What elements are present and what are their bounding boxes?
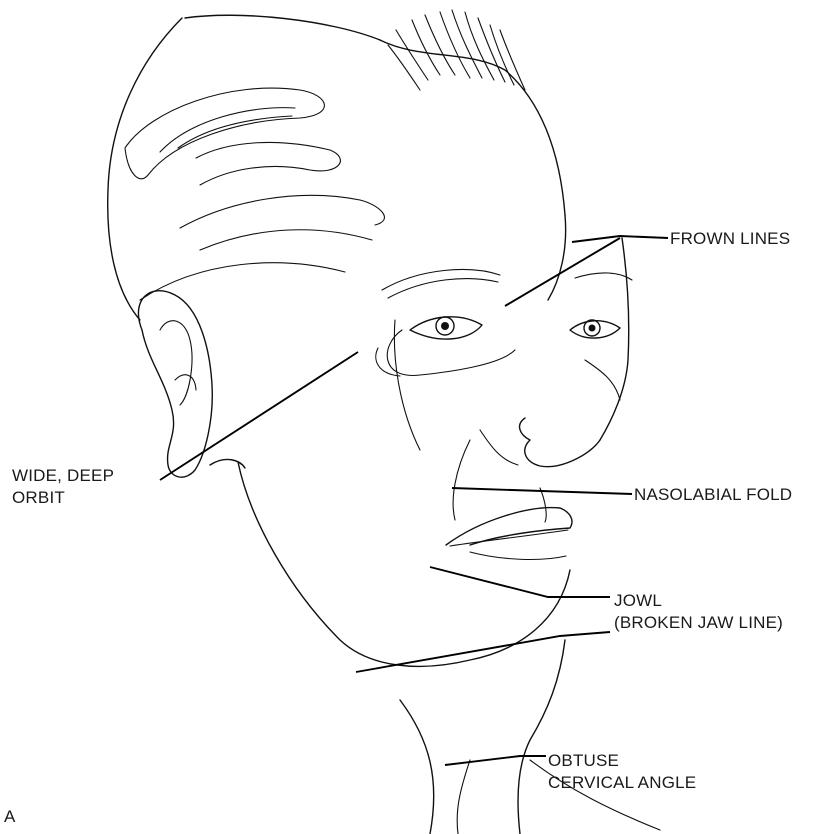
label-line: ORBIT [12, 487, 114, 509]
jaw-line [238, 462, 570, 666]
hair-line-back [380, 40, 565, 215]
label-line: WIDE, DEEP [12, 465, 114, 487]
mouth [446, 508, 572, 545]
neck-back [400, 700, 434, 834]
neck-front [518, 640, 565, 834]
ear [138, 291, 212, 477]
nose [520, 418, 600, 467]
label-line: JOWL [614, 590, 783, 612]
label-nasolabial-fold: NASOLABIAL FOLD [634, 484, 792, 506]
panel-letter-text: A [4, 806, 16, 828]
forehead-profile [548, 215, 566, 300]
label-frown-lines: FROWN LINES [670, 228, 790, 250]
label-obtuse-cervical-angle: OBTUSE CERVICAL ANGLE [548, 750, 696, 794]
label-text: NASOLABIAL FOLD [634, 484, 792, 506]
hair-strands [388, 10, 525, 90]
label-line: OBTUSE [548, 750, 696, 772]
label-line: (BROKEN JAW LINE) [614, 612, 783, 634]
panel-letter: A [4, 806, 16, 828]
label-line: CERVICAL ANGLE [548, 772, 696, 794]
label-wide-deep-orbit: WIDE, DEEP ORBIT [12, 465, 114, 509]
leader-jowl-b [356, 632, 610, 672]
eyebrow-right [575, 273, 632, 280]
label-text: FROWN LINES [670, 228, 790, 250]
leader-orbit [160, 352, 358, 480]
hair-swirl [125, 88, 324, 179]
head-outline [108, 18, 182, 320]
leader-jowl-a [430, 567, 610, 597]
skull-top [185, 15, 380, 40]
label-jowl: JOWL (BROKEN JAW LINE) [614, 590, 783, 634]
